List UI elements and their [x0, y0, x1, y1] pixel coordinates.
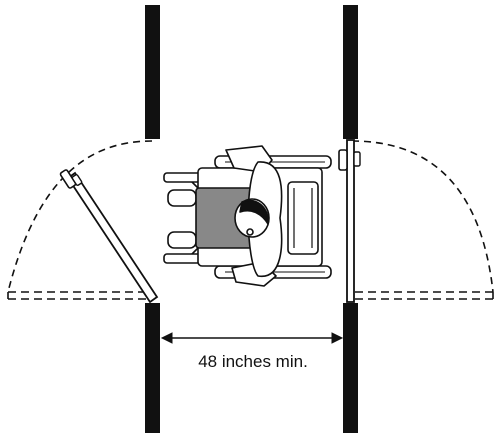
left-door-hinge-icon	[59, 169, 83, 189]
left-door-swing-arc	[7, 140, 153, 293]
right-door-hinge-icon	[338, 149, 361, 171]
right-door-leaf	[346, 139, 355, 303]
dimension-label-bg	[168, 348, 338, 372]
user-ear	[246, 228, 254, 236]
right-wall-top	[343, 5, 358, 139]
left-door	[7, 140, 159, 304]
wheelchair-footrest	[163, 172, 201, 264]
dimension-label: 48 inches min.	[198, 352, 308, 371]
left-wall-top	[145, 5, 160, 139]
dimension-arrow-icon	[160, 332, 344, 344]
wheelchair-user-icon	[163, 145, 332, 287]
wheelchair-backrest	[287, 181, 319, 255]
left-door-leaf	[66, 171, 159, 304]
left-wall-bottom	[145, 303, 160, 433]
user-hair	[239, 199, 269, 225]
right-door-swing-arc	[351, 140, 494, 293]
right-door	[338, 139, 494, 303]
right-wall-bottom	[343, 303, 358, 433]
walls	[145, 5, 358, 433]
